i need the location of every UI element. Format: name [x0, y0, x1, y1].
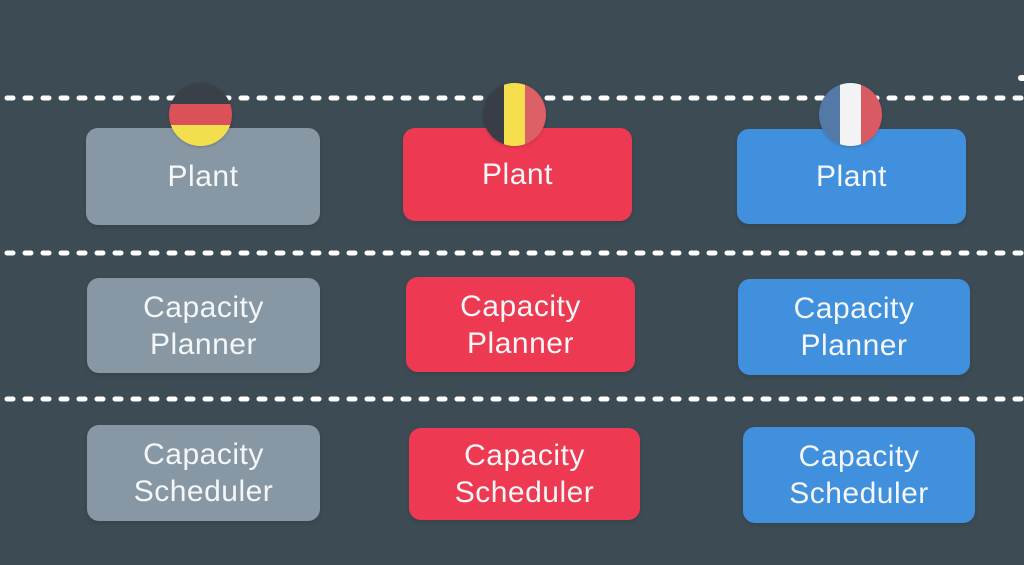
- flag-stripe: [819, 83, 840, 146]
- capacity-planner-box-belgium-label: Capacity Planner: [460, 289, 581, 360]
- capacity-scheduler-box-belgium: Capacity Scheduler: [409, 428, 640, 520]
- lane-separator-middle: [4, 250, 1024, 256]
- capacity-scheduler-box-france-label: Capacity Scheduler: [789, 440, 929, 510]
- flag-stripe: [525, 83, 546, 146]
- capacity-scheduler-box-germany-label: Capacity Scheduler: [133, 438, 274, 508]
- germany-flag-icon: [169, 83, 232, 146]
- capacity-scheduler-box-germany: Capacity Scheduler: [87, 425, 320, 521]
- plant-box-belgium-label: Plant: [482, 158, 553, 191]
- capacity-planner-box-france: Capacity Planner: [738, 279, 970, 375]
- flag-stripe: [169, 83, 232, 104]
- capacity-planner-box-germany-label: Capacity Planner: [143, 290, 264, 361]
- plant-box-belgium: Plant: [403, 128, 632, 221]
- capacity-planner-box-germany: Capacity Planner: [87, 278, 320, 373]
- flag-stripe: [840, 83, 861, 146]
- stray-mark: [1018, 75, 1024, 81]
- flag-stripe: [169, 104, 232, 125]
- flag-stripe: [861, 83, 882, 146]
- capacity-scheduler-box-belgium-label: Capacity Scheduler: [454, 439, 595, 509]
- flag-stripe: [169, 125, 232, 146]
- capacity-planner-box-france-label: Capacity Planner: [793, 292, 915, 362]
- capacity-planner-box-belgium: Capacity Planner: [406, 277, 635, 372]
- belgium-flag-icon: [483, 83, 546, 146]
- flag-stripe: [483, 83, 504, 146]
- france-flag-icon: [819, 83, 882, 146]
- plant-box-france-label: Plant: [816, 160, 887, 193]
- capacity-scheduler-box-france: Capacity Scheduler: [743, 427, 975, 523]
- flag-stripe: [504, 83, 525, 146]
- plant-box-germany-label: Plant: [167, 160, 239, 193]
- lane-separator-bottom: [4, 396, 1024, 402]
